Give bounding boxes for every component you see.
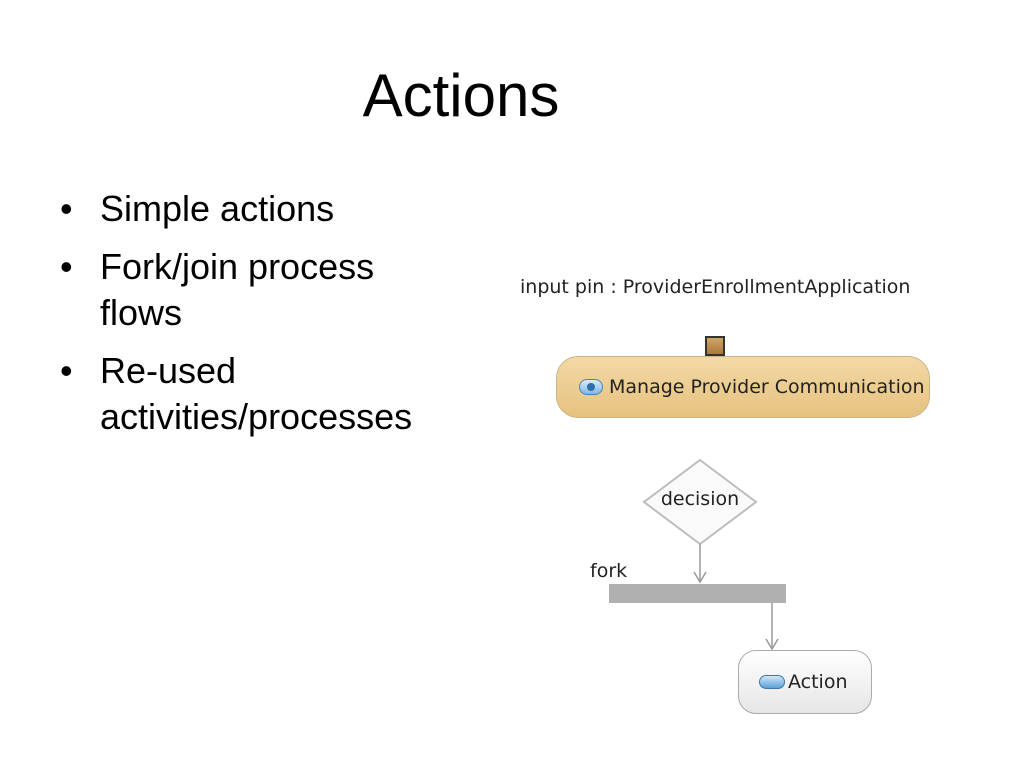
bullet-item: • Re-used activities/processes xyxy=(58,348,478,440)
bullet-dot: • xyxy=(60,188,73,229)
bullet-text: Re-used xyxy=(100,350,237,391)
bullet-item: • Simple actions xyxy=(58,186,478,232)
action-icon xyxy=(759,675,785,689)
bullet-dot: • xyxy=(60,246,73,287)
bullet-text: Simple actions xyxy=(100,188,335,229)
edge-arrowhead xyxy=(765,638,779,651)
bullet-text-cont: flows xyxy=(100,292,183,333)
input-pin[interactable] xyxy=(705,336,725,356)
call-action-label: Manage Provider Communication xyxy=(609,376,925,398)
bullet-dot: • xyxy=(60,350,73,391)
input-pin-label: input pin : ProviderEnrollmentApplicatio… xyxy=(520,276,911,298)
bullet-text: Fork/join process xyxy=(100,246,375,287)
fork-label: fork xyxy=(590,560,628,582)
bullet-list: • Simple actions • Fork/join process flo… xyxy=(58,186,478,452)
diagram-edges xyxy=(609,458,786,651)
slide-title: Actions xyxy=(362,62,560,129)
bullet-text-cont: activities/processes xyxy=(100,396,413,437)
decision-label: decision xyxy=(660,488,740,510)
bullet-item: • Fork/join process flows xyxy=(58,244,478,336)
action-node[interactable]: Action xyxy=(738,650,872,714)
edge-arrowhead xyxy=(693,571,707,584)
action-label: Action xyxy=(788,671,848,693)
activity-diagram: input pin : ProviderEnrollmentApplicatio… xyxy=(510,262,930,732)
call-behavior-icon xyxy=(579,379,603,395)
call-behavior-action[interactable]: Manage Provider Communication xyxy=(556,356,930,418)
fork-bar[interactable] xyxy=(609,584,786,603)
